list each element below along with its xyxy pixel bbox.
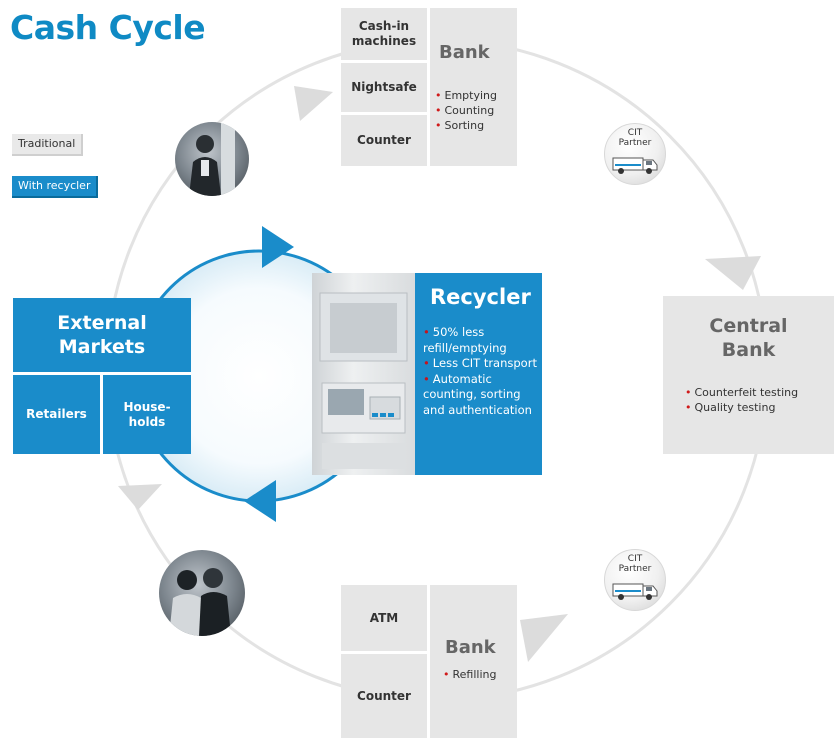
people-photo: [159, 550, 245, 636]
external-markets-box: External Markets Retailers House- holds: [13, 298, 191, 454]
cit-top-label-2: Partner: [618, 138, 652, 148]
cit-partner-top: CIT Partner: [604, 123, 666, 185]
cit-partner-bottom: CIT Partner: [604, 549, 666, 611]
bank-top-box: Cash-in machines Nightsafe Counter Bank …: [341, 8, 517, 166]
recycler-heading: Recycler: [430, 285, 531, 309]
cit-top-label-1: CIT: [627, 128, 643, 138]
bank-bottom-box: ATM Counter Bank Refilling: [341, 585, 517, 738]
central-bank-box: Central Bank Counterfeit testing Quality…: [663, 296, 834, 454]
arrow-to-bank-top: [294, 86, 333, 121]
legend-traditional: Traditional: [12, 134, 84, 156]
cit-van-icon: [612, 157, 658, 174]
page-title: Cash Cycle: [10, 8, 206, 47]
bank-bottom-bullets: Refilling: [443, 667, 497, 682]
central-bank-heading: Central Bank: [709, 315, 788, 361]
recycler-atm-image: [312, 273, 415, 475]
bank-top-counter: Counter: [357, 133, 411, 147]
bank-bottom-counter: Counter: [357, 688, 411, 703]
cit-bottom-label-2: Partner: [618, 564, 652, 574]
recycler-arrow-top: [262, 226, 294, 268]
cit-van-icon: [612, 583, 658, 600]
bullet-sorting: Sorting: [435, 118, 497, 133]
bullet-counterfeit-testing: Counterfeit testing: [685, 385, 799, 400]
recycler-panel: Recycler 50% less refill/emptying Less C…: [415, 273, 542, 475]
bank-bottom-atm: ATM: [369, 610, 399, 625]
central-bank-bullets: Counterfeit testing Quality testing: [685, 385, 799, 415]
businessman-photo: [175, 122, 249, 196]
retailers-cell: Retailers: [26, 407, 87, 421]
bullet-quality-testing: Quality testing: [685, 400, 798, 415]
arrow-to-central-bank: [705, 256, 761, 290]
bank-bottom-heading: Bank: [445, 637, 496, 658]
bank-top-heading: Bank: [439, 42, 490, 63]
bullet-emptying: Emptying: [435, 88, 497, 103]
bank-top-nightsafe: Nightsafe: [351, 80, 417, 94]
bullet-refilling: Refilling: [443, 667, 497, 682]
bullet-automatic: Automatic counting, sorting and authenti…: [423, 372, 537, 419]
households-cell: House- holds: [123, 399, 171, 429]
bank-top-bullets: Emptying Counting Sorting: [435, 88, 497, 133]
bank-top-cash-in-machines: Cash-in machines: [351, 19, 417, 48]
legend-with-recycler: With recycler: [12, 176, 99, 198]
arrow-to-bank-bottom: [520, 614, 568, 662]
recycler-arrow-bottom: [244, 480, 276, 522]
cit-bottom-label-1: CIT: [627, 554, 643, 564]
bullet-less-refill: 50% less refill/emptying: [423, 325, 537, 356]
bullet-counting: Counting: [435, 103, 497, 118]
recycler-bullets: 50% less refill/emptying Less CIT transp…: [423, 325, 537, 418]
bullet-less-cit: Less CIT transport: [423, 356, 537, 372]
arrow-to-external-markets: [118, 484, 162, 510]
external-markets-heading: External Markets: [57, 312, 147, 358]
